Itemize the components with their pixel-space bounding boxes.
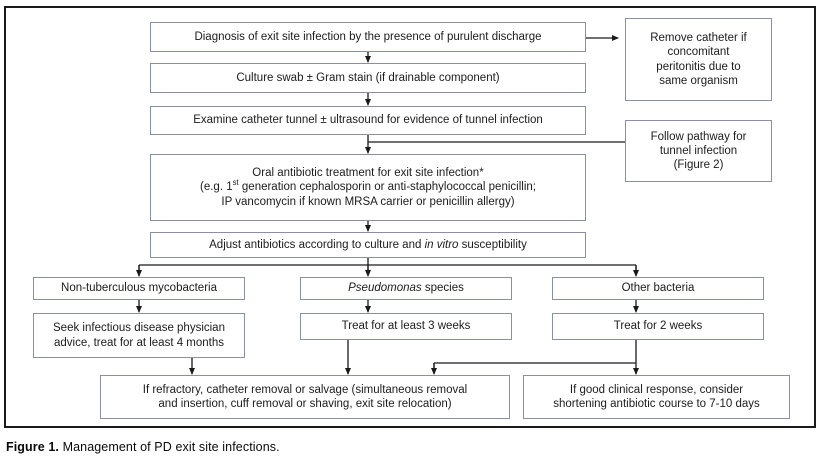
node-good-clinical-response-line2: shortening antibiotic course to 7-10 day… [553, 398, 760, 410]
node-diagnosis-label: Diagnosis of exit site infection by the … [194, 30, 542, 43]
node-remove-catheter-line1: Remove catheter if [650, 32, 747, 44]
node-pseudomonas-species-label: Pseudomonas species [305, 281, 507, 295]
node-remove-catheter-line3: peritonitis due to [656, 60, 741, 73]
oral-line2-pre: (e.g. 1 [200, 181, 233, 194]
node-examine-tunnel-label: Examine catheter tunnel ± ultrasound for… [193, 114, 543, 127]
node-follow-tunnel-pathway-line3: (Figure 2) [673, 159, 724, 172]
node-treat-3-weeks[interactable]: Treat for at least 3 weeks [300, 313, 512, 340]
node-remove-catheter[interactable]: Remove catheter if concomitant peritonit… [625, 18, 772, 101]
node-other-bacteria-label: Other bacteria [621, 282, 695, 295]
node-treat-2-weeks-label: Treat for 2 weeks [613, 320, 703, 333]
node-good-clinical-response-line1: If good clinical response, consider [569, 383, 744, 396]
node-follow-tunnel-pathway[interactable]: Follow pathway for tunnel infection (Fig… [625, 120, 772, 182]
node-oral-antibiotic-line3: IP vancomycin if known MRSA carrier or p… [221, 195, 515, 208]
node-refractory-line2: and insertion, cuff removal or shaving, … [158, 398, 452, 410]
figure-caption-label: Figure 1. [6, 440, 59, 454]
pseudomonas-italic: Pseudomonas [348, 282, 422, 295]
node-non-tuberculous-mycobacteria-label: Non-tuberculous mycobacteria [61, 282, 217, 295]
pseudomonas-post: species [421, 282, 464, 295]
figure-caption-text: Management of PD exit site infections. [59, 440, 280, 454]
node-seek-id-physician-line1: Seek infectious disease physician [53, 322, 225, 335]
node-pseudomonas-species[interactable]: Pseudomonas species [300, 277, 512, 300]
edge-n5-branch-bus [138, 258, 637, 272]
ordinal-superscript: st [232, 178, 239, 188]
node-refractory-line1: If refractory, catheter removal or salva… [142, 383, 468, 396]
node-culture-swab[interactable]: Culture swab ± Gram stain (if drainable … [150, 63, 586, 93]
edge-n11-bus [433, 340, 637, 370]
node-follow-tunnel-pathway-line2: tunnel infection [659, 144, 738, 157]
node-treat-2-weeks[interactable]: Treat for 2 weeks [552, 313, 764, 340]
node-other-bacteria[interactable]: Other bacteria [552, 277, 764, 300]
node-culture-swab-label: Culture swab ± Gram stain (if drainable … [236, 71, 500, 84]
node-seek-id-physician[interactable]: Seek infectious disease physician advice… [33, 313, 245, 358]
node-oral-antibiotic-line2: (e.g. 1st generation cephalosporin or an… [155, 178, 581, 194]
node-remove-catheter-line2: concomitant [667, 46, 730, 59]
node-adjust-antibiotics-label: Adjust antibiotics according to culture … [155, 238, 581, 252]
node-treat-3-weeks-label: Treat for at least 3 weeks [341, 320, 471, 333]
node-adjust-antibiotics[interactable]: Adjust antibiotics according to culture … [150, 232, 586, 258]
node-refractory-catheter-removal[interactable]: If refractory, catheter removal or salva… [100, 375, 510, 419]
node-examine-tunnel[interactable]: Examine catheter tunnel ± ultrasound for… [150, 106, 586, 135]
adjust-italic: in vitro [424, 238, 459, 251]
figure-caption: Figure 1. Management of PD exit site inf… [6, 440, 280, 454]
flow-connectors [136, 35, 649, 375]
node-remove-catheter-line4: same organism [659, 74, 738, 87]
node-diagnosis[interactable]: Diagnosis of exit site infection by the … [150, 22, 586, 52]
node-follow-tunnel-pathway-line1: Follow pathway for [650, 130, 747, 143]
node-oral-antibiotic[interactable]: Oral antibiotic treatment for exit site … [150, 154, 586, 221]
adjust-pre: Adjust antibiotics according to culture … [209, 238, 425, 251]
node-good-clinical-response[interactable]: If good clinical response, consider shor… [523, 375, 790, 419]
node-oral-antibiotic-line1: Oral antibiotic treatment for exit site … [252, 167, 484, 180]
node-non-tuberculous-mycobacteria[interactable]: Non-tuberculous mycobacteria [33, 277, 245, 300]
oral-line2-post: generation cephalosporin or anti-staphyl… [238, 181, 536, 194]
adjust-post: susceptibility [458, 238, 527, 251]
node-seek-id-physician-line2: advice, treat for at least 4 months [53, 336, 225, 349]
edge-n3-r2 [367, 135, 640, 143]
